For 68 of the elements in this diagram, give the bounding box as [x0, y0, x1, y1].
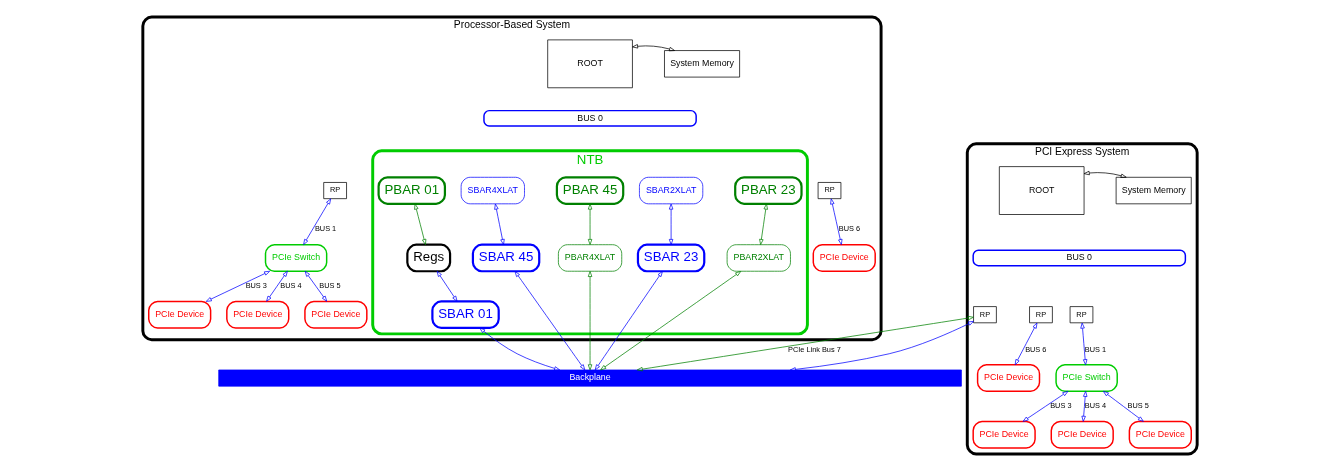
- edge-label: BUS 6: [838, 224, 860, 234]
- node-box: ROOT: [546, 39, 633, 89]
- arrow: [1081, 390, 1087, 422]
- edge-label: BUS 4: [1084, 401, 1106, 411]
- node-box: PCIe Switch: [1054, 364, 1118, 393]
- edge-label: BUS 4: [279, 281, 302, 291]
- node-box: BUS 0: [482, 109, 697, 127]
- node-box: RP: [972, 306, 997, 324]
- node-box: SBAR 01: [430, 300, 500, 330]
- node-box: PCIe Device: [976, 364, 1040, 393]
- node-box: RP: [817, 182, 841, 200]
- node-box: RP: [1028, 306, 1053, 324]
- node-box: PCIe Device: [971, 420, 1036, 449]
- node-box: SBAR 45: [471, 243, 540, 273]
- edge-label: BUS 5: [318, 281, 341, 291]
- node-box: PCIe Device: [1050, 420, 1114, 449]
- arrow: [265, 270, 288, 302]
- node-box: PCIe Device: [225, 300, 289, 329]
- arrow: [493, 203, 505, 245]
- arrow: [631, 44, 675, 52]
- node-box: PBAR4XLAT: [557, 244, 622, 272]
- arrow: [1102, 390, 1144, 422]
- arrow: [668, 203, 673, 245]
- arrow: [1083, 170, 1127, 178]
- arrow: [587, 203, 592, 245]
- edge-label: BUS 3: [1049, 401, 1071, 411]
- node-box: ROOT: [998, 166, 1084, 215]
- node-box: SBAR2XLAT: [638, 176, 703, 205]
- node-box: PBAR 45: [555, 176, 624, 205]
- arrow: [587, 271, 592, 371]
- arrow: [1079, 322, 1087, 366]
- node-box: SBAR4XLAT: [460, 176, 525, 205]
- arrow: [758, 203, 768, 245]
- arrow: [636, 315, 974, 372]
- arrow: [514, 271, 585, 371]
- edge-label: BUS 5: [1127, 401, 1149, 411]
- node-box: Regs: [405, 243, 451, 273]
- arrow: [1022, 390, 1068, 422]
- node-box: PCIe Device: [303, 300, 368, 329]
- node-box: System Memory: [663, 50, 740, 78]
- node-box: SBAR 23: [636, 243, 705, 273]
- arrow: [302, 198, 331, 245]
- arrow: [436, 270, 457, 302]
- node-box: PCIe Switch: [264, 243, 327, 272]
- arrow: [594, 271, 663, 371]
- node-box: PCIe Device: [1128, 420, 1192, 449]
- arrow: [599, 271, 741, 371]
- node-box: PBAR 23: [733, 176, 803, 205]
- node-box: RP: [322, 182, 347, 200]
- edge-label: BUS 3: [245, 281, 267, 291]
- edge-label: BUS 1: [314, 224, 336, 234]
- node-box: RP: [1069, 306, 1093, 324]
- arrow: [413, 203, 426, 245]
- node-box: PCIe Device: [147, 300, 211, 329]
- node-box: PBAR2XLAT: [726, 244, 791, 272]
- arrow: [789, 320, 974, 372]
- node-box: System Memory: [1115, 176, 1192, 205]
- node-box: PBAR 01: [377, 176, 446, 205]
- edge-label: BUS 6: [1024, 344, 1046, 354]
- node-box: PCIe Device: [812, 243, 876, 272]
- arrow: [205, 270, 270, 302]
- edge-label: PCIe Link Bus 7: [787, 344, 841, 354]
- arrow: [829, 198, 842, 245]
- arrow: [478, 327, 560, 371]
- arrow: [1014, 322, 1037, 366]
- arrow: [304, 270, 327, 302]
- edge-label: BUS 1: [1084, 344, 1106, 354]
- node-box: BUS 0: [971, 249, 1186, 267]
